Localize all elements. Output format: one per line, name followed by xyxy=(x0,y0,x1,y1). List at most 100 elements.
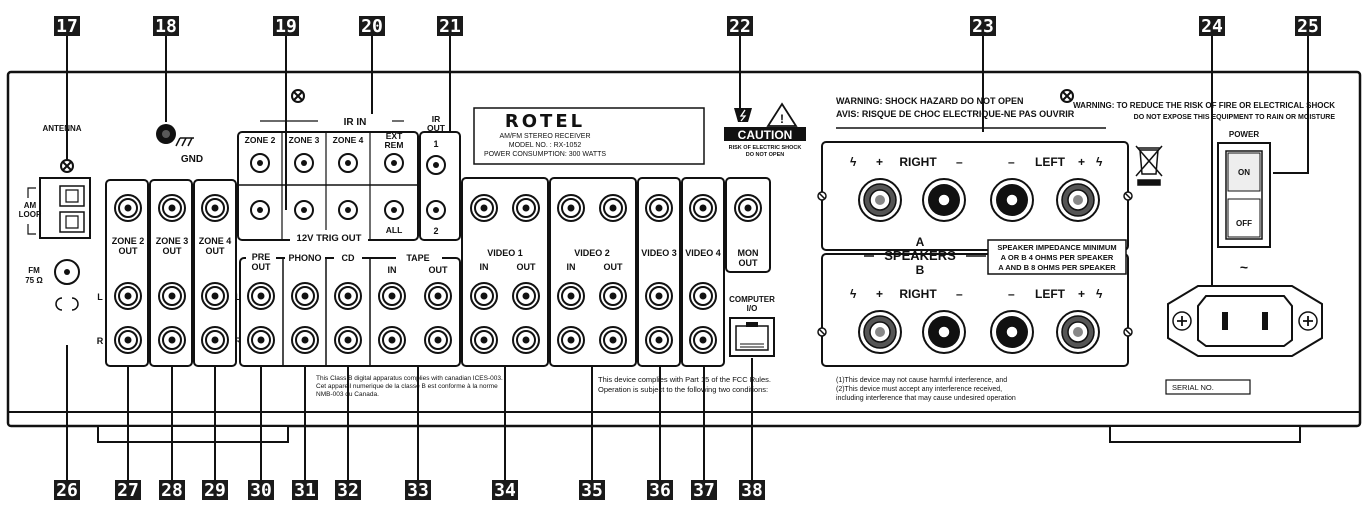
ir-zone4-label: ZONE 4 xyxy=(333,135,364,145)
callout-19: 19 xyxy=(273,16,299,37)
pre-out-l-jack[interactable] xyxy=(247,282,275,310)
video3-r-jack[interactable] xyxy=(645,326,673,354)
gnd-terminal[interactable] xyxy=(156,124,176,144)
ir-out-1-jack[interactable] xyxy=(426,155,446,175)
pre-out-r-jack[interactable] xyxy=(247,326,275,354)
video2-out-l-jack[interactable] xyxy=(599,282,627,310)
speakers-b-right-label: RIGHT xyxy=(899,287,937,301)
speakers-b-right-minus-post[interactable] xyxy=(922,310,966,354)
video3-l-jack[interactable] xyxy=(645,282,673,310)
trig-out-all-jack[interactable] xyxy=(384,200,404,220)
svg-text:20: 20 xyxy=(361,16,383,37)
zone3-out-l-jack[interactable] xyxy=(158,282,186,310)
serial-label: SERIAL NO. xyxy=(1172,383,1214,392)
video4-video-jack[interactable] xyxy=(689,194,717,222)
video1-in-video-jack[interactable] xyxy=(470,194,498,222)
zone4-out-box xyxy=(193,179,237,367)
phono-r-jack[interactable] xyxy=(291,326,319,354)
speakers-a-left-label: LEFT xyxy=(1035,155,1066,169)
power-on-label: ON xyxy=(1238,168,1250,177)
callout-31: 31 xyxy=(292,480,318,501)
video2-in-r-jack[interactable] xyxy=(557,326,585,354)
ir-in-zone4-jack[interactable] xyxy=(338,153,358,173)
video4-r-jack[interactable] xyxy=(689,326,717,354)
minus-sign: – xyxy=(1008,287,1015,301)
zone2-out-r-jack[interactable] xyxy=(114,326,142,354)
zone2-out-l-jack[interactable] xyxy=(114,282,142,310)
speakers-a-left-minus-post[interactable] xyxy=(990,178,1034,222)
zone2-trig-jack[interactable] xyxy=(114,194,142,222)
fm-antenna-jack[interactable] xyxy=(54,259,80,285)
screw-icon xyxy=(817,327,827,337)
tape-in-r-jack[interactable] xyxy=(378,326,406,354)
cd-l-jack[interactable] xyxy=(334,282,362,310)
ir-in-zone2-jack[interactable] xyxy=(250,153,270,173)
video1-in-r-jack[interactable] xyxy=(470,326,498,354)
ir-out-2-jack[interactable] xyxy=(426,200,446,220)
video2-in-video-jack[interactable] xyxy=(557,194,585,222)
am-loop-bracket xyxy=(27,187,36,198)
zone4-trig-jack[interactable] xyxy=(201,194,229,222)
svg-text:18: 18 xyxy=(155,16,177,37)
impedance-box xyxy=(987,239,1127,275)
tape-out-r-jack[interactable] xyxy=(424,326,452,354)
zone3-out-r-jack[interactable] xyxy=(158,326,186,354)
ext-rem-jack[interactable] xyxy=(384,153,404,173)
zone4-out-l-jack[interactable] xyxy=(201,282,229,310)
zone2-out-label-1: ZONE 2 xyxy=(112,236,145,246)
trig-out-zone3-jack[interactable] xyxy=(294,200,314,220)
phono-l-jack[interactable] xyxy=(291,282,319,310)
svg-text:17: 17 xyxy=(56,16,78,37)
speakers-b-left-minus-post[interactable] xyxy=(990,310,1034,354)
computer-io-port[interactable] xyxy=(729,317,775,357)
zone4-out-r-jack[interactable] xyxy=(201,326,229,354)
video1-box xyxy=(461,177,549,367)
cd-r-jack[interactable] xyxy=(334,326,362,354)
mon-out-jack[interactable] xyxy=(734,194,762,222)
callout-26: 26 xyxy=(54,480,80,501)
tape-in-l-jack[interactable] xyxy=(378,282,406,310)
model-line-2: MODEL NO. : RX-1052 xyxy=(509,142,582,149)
channel-r-label: R xyxy=(97,336,104,346)
tape-out-label: OUT xyxy=(429,265,449,275)
minus-sign: – xyxy=(956,287,963,301)
speakers-b-left-plus-post[interactable] xyxy=(1056,310,1100,354)
ir-in-zone3-jack[interactable] xyxy=(294,153,314,173)
callout-24: 24 xyxy=(1199,16,1225,37)
speakers-a-right-plus-post[interactable] xyxy=(858,178,902,222)
foot-right xyxy=(1109,425,1301,443)
ir-zone2-label: ZONE 2 xyxy=(245,135,276,145)
trig-out-zone4-jack[interactable] xyxy=(338,200,358,220)
video1-out-video-jack[interactable] xyxy=(512,194,540,222)
speakers-label: SPEAKERS xyxy=(884,248,956,263)
callout-28: 28 xyxy=(159,480,185,501)
video4-l-jack[interactable] xyxy=(689,282,717,310)
computer-io-label-1: COMPUTER xyxy=(729,295,775,304)
speakers-a-left-plus-post[interactable] xyxy=(1056,178,1100,222)
video3-video-jack[interactable] xyxy=(645,194,673,222)
callout-leaders xyxy=(66,36,1309,480)
zone3-trig-jack[interactable] xyxy=(158,194,186,222)
speakers-b-right-plus-post[interactable] xyxy=(858,310,902,354)
am-loop-terminal[interactable] xyxy=(39,177,91,239)
video2-out-video-jack[interactable] xyxy=(599,194,627,222)
callout-21: 21 xyxy=(437,16,463,37)
video1-in-l-jack[interactable] xyxy=(470,282,498,310)
plus-sign: + xyxy=(876,287,883,301)
zone4-out-label-1: ZONE 4 xyxy=(199,236,232,246)
video1-out-r-jack[interactable] xyxy=(512,326,540,354)
video2-out-r-jack[interactable] xyxy=(599,326,627,354)
svg-text:35: 35 xyxy=(581,480,603,501)
svg-text:CAUTION: CAUTION xyxy=(738,128,793,142)
power-switch[interactable] xyxy=(1217,142,1271,248)
callout-38: 38 xyxy=(739,480,765,501)
video1-out-l-jack[interactable] xyxy=(512,282,540,310)
tape-out-l-jack[interactable] xyxy=(424,282,452,310)
video2-in-l-jack[interactable] xyxy=(557,282,585,310)
video1-label: VIDEO 1 xyxy=(487,248,523,258)
ac-power-inlet[interactable] xyxy=(1167,285,1323,357)
trig-out-zone2-jack[interactable] xyxy=(250,200,270,220)
bolt-icon: ϟ xyxy=(1096,287,1103,301)
speakers-a-right-minus-post[interactable] xyxy=(922,178,966,222)
video2-out-label: OUT xyxy=(604,262,624,272)
